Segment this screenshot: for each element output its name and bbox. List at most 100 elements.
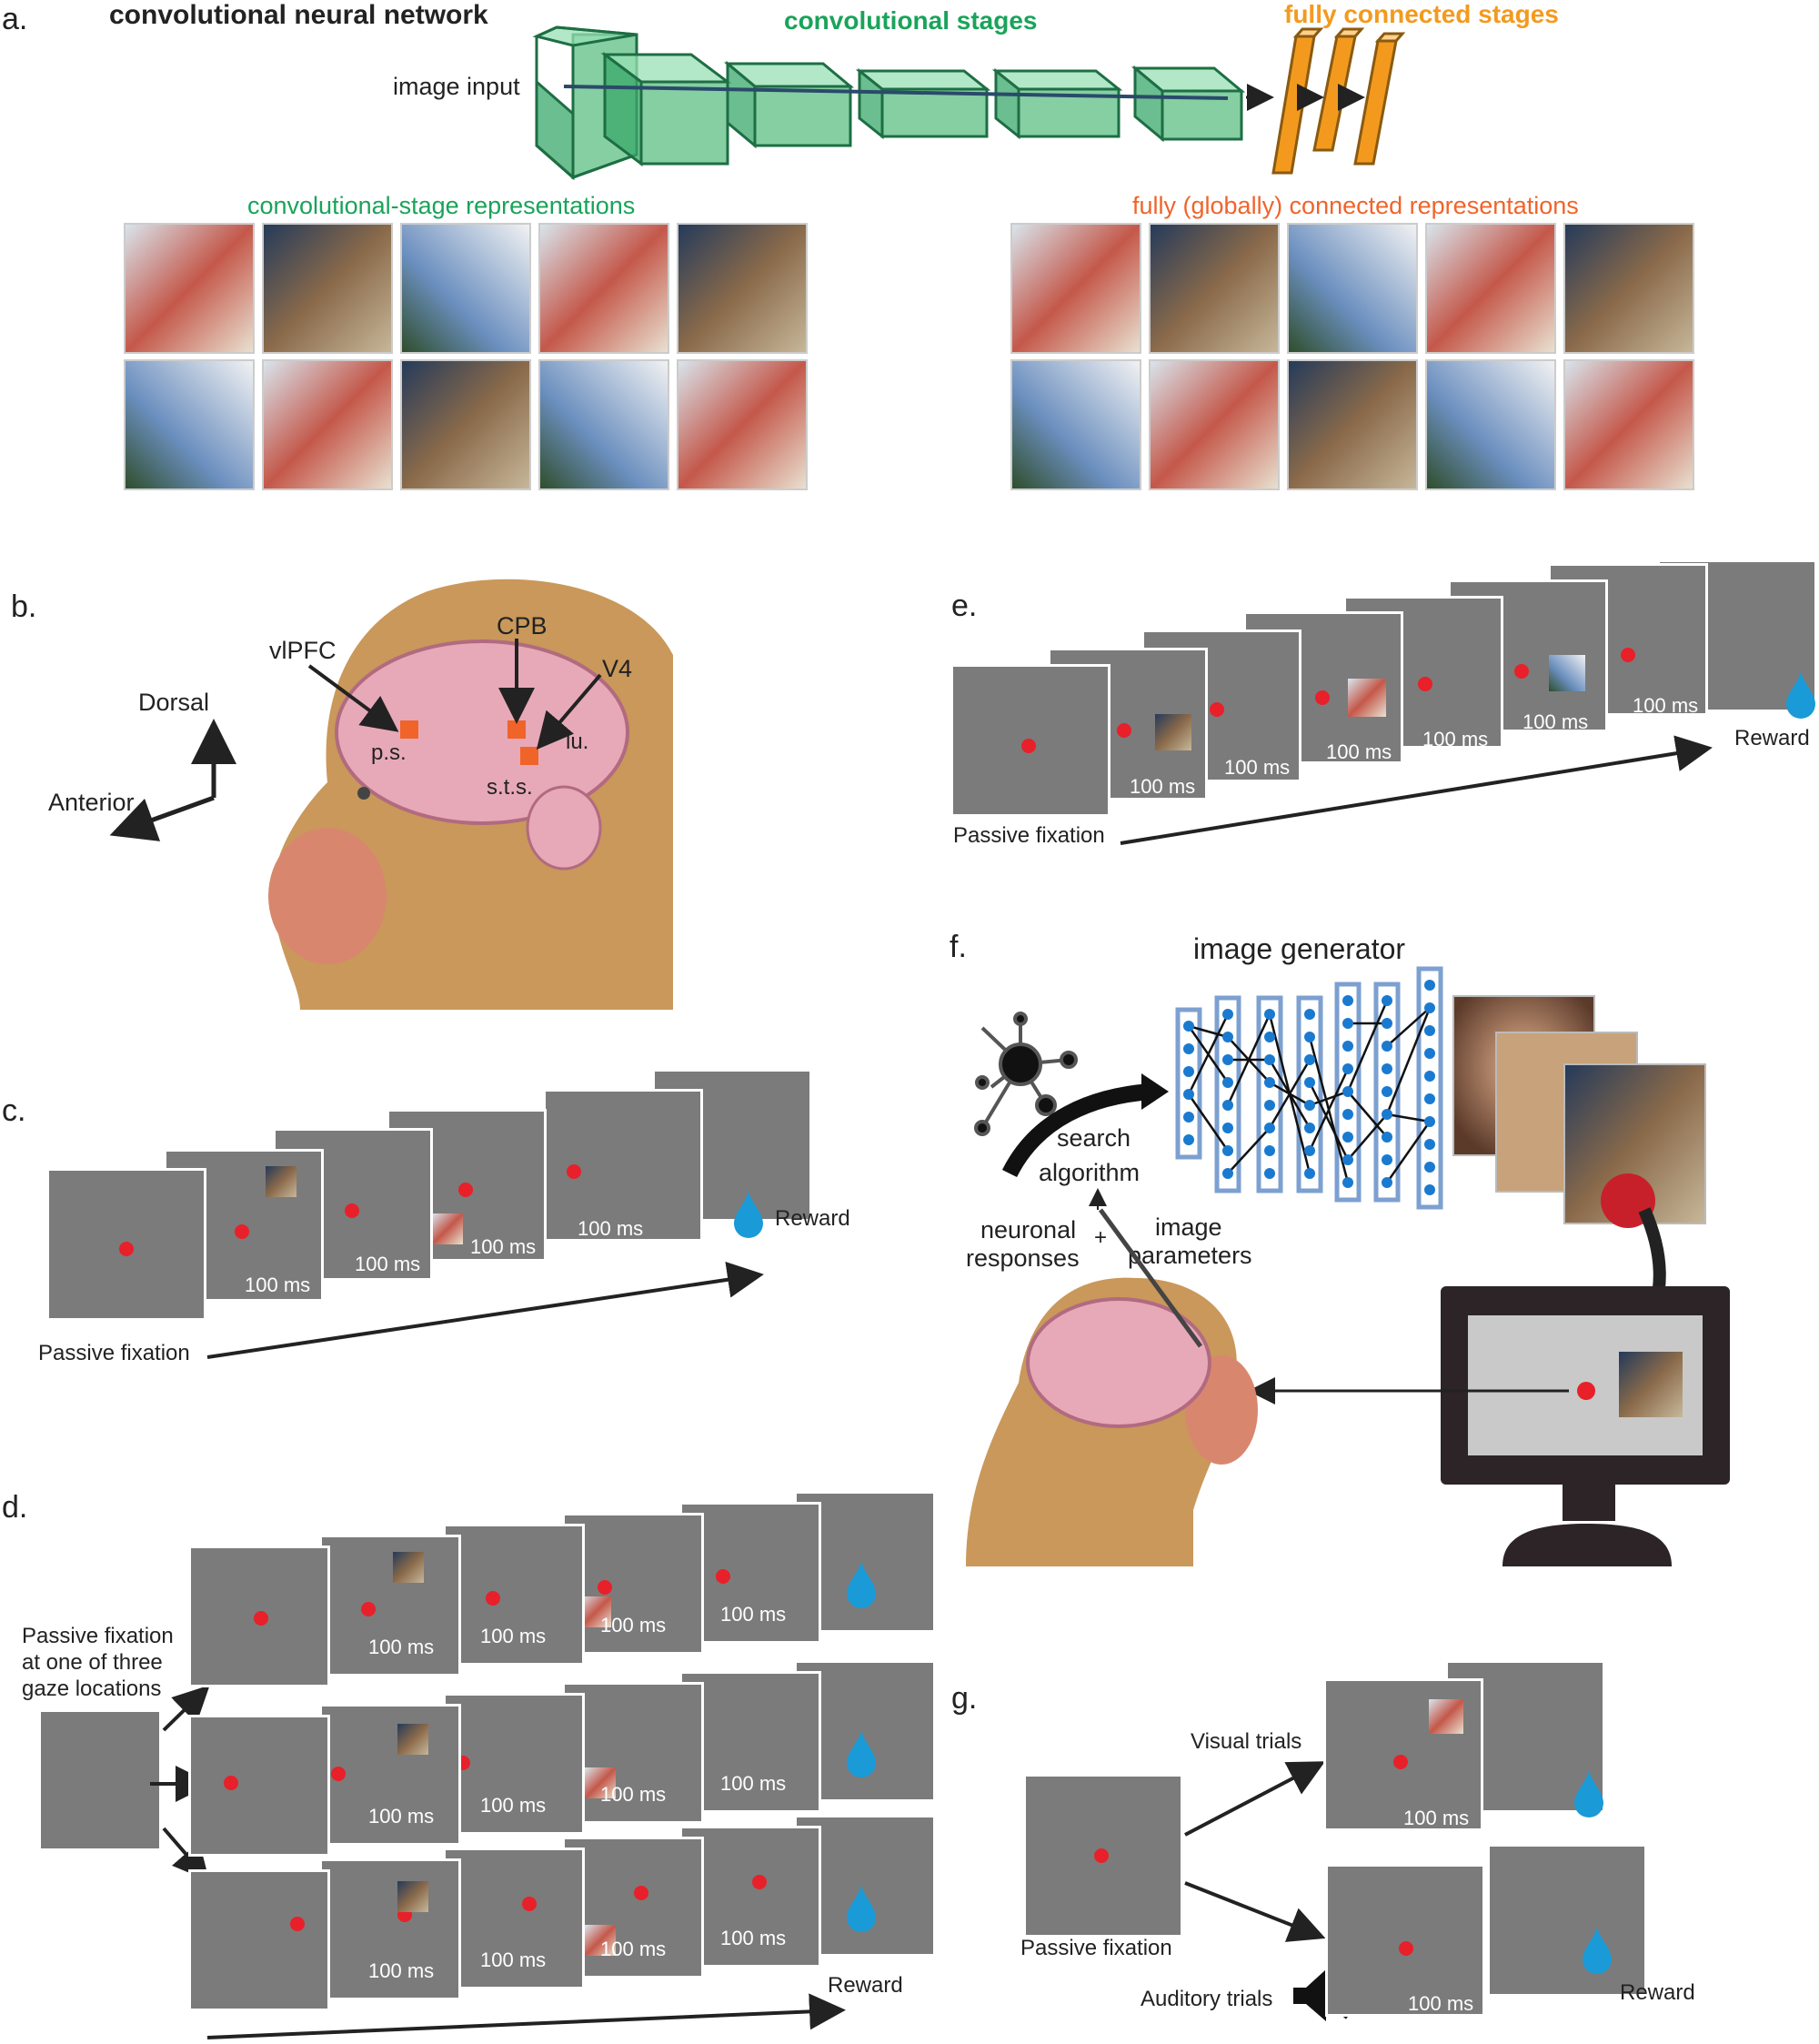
generator-unit [1342,1154,1353,1165]
generator-unit [1342,1132,1353,1143]
generator-unit [1424,1139,1435,1150]
fixation-dot [345,1203,359,1218]
representation-thumbnail [262,223,393,354]
duration-label: 100 ms [720,1603,786,1626]
fixation-dot [1315,690,1330,705]
cpb-marker [508,720,526,739]
generator-unit [1264,1032,1275,1042]
generator-unit [1342,1063,1353,1074]
representation-thumbnail [677,223,808,354]
search-network-icon [974,1012,1078,1136]
generator-layer [1256,995,1283,1193]
generator-connection [1187,1093,1230,1152]
panel-label-a: a. [2,2,27,36]
conv-pipe [563,85,1229,100]
water-drop-icon [734,1191,763,1238]
representation-thumbnail [538,359,669,490]
cnn-title: convolutional neural network [109,0,488,30]
generator-unit [1424,1048,1435,1059]
duration-label: 100 ms [600,1783,666,1806]
duration-label: 100 ms [600,1938,666,1960]
generator-unit [1342,1041,1353,1052]
panel-f: f. image generator search algorithm neur… [950,930,1730,1566]
trial-screen [1328,1867,1482,2014]
generator-unit [1264,1145,1275,1156]
panel-label-d: d. [2,1490,27,1525]
duration-label: 100 ms [470,1235,536,1258]
water-drop-icon [1583,1927,1612,1974]
representation-thumbnail [124,223,255,354]
conv-stage-blocks [532,25,1246,181]
fixation-dot [224,1776,238,1790]
fixation-dot [1117,723,1131,738]
fc-representation-grid [1010,223,1694,490]
fixation-dot [1399,1941,1413,1956]
representation-thumbnail [124,359,255,490]
fixation-dot [1514,664,1529,679]
generator-connection [1347,1113,1388,1161]
fixation-dot [567,1164,581,1179]
trial-screen [191,1717,327,1854]
search-arc [1001,1083,1151,1178]
generator-connection [1386,1007,1431,1047]
conv-repr-label: convolutional-stage representations [247,192,635,219]
generator-label: image generator [1193,932,1405,965]
algorithm-label: algorithm [1039,1159,1140,1186]
representation-thumbnail [1287,223,1418,354]
trial-screen [446,1850,582,1987]
fixation-dot [1393,1755,1408,1769]
generator-unit [1222,1168,1233,1179]
duration-label: 100 ms [480,1948,546,1971]
generator-unit [1304,1077,1315,1088]
duration-label: 100 ms [720,1772,786,1795]
water-drop-icon [1786,671,1815,719]
fixation-dot [598,1580,612,1595]
duration-label: 100 ms [1422,728,1488,750]
stimulus-image [1348,679,1386,717]
generator-unit [1304,1168,1315,1179]
trial-screen [1490,1847,1644,1994]
stimulus-image [1549,655,1585,691]
representation-thumbnail [262,359,393,490]
time-arrow-e [1120,735,1713,845]
generator-unit [1222,1100,1233,1111]
fixation-dot [290,1917,305,1931]
panel-b: b. vlPFC CPB V4 p.s. lu. s.t.s. Dorsal A… [11,579,673,1010]
duration-label: 100 ms [578,1217,643,1240]
generator-unit [1382,1063,1392,1074]
generator-unit [1424,1162,1435,1173]
stimulus-image [580,1596,611,1627]
representation-thumbnail [1563,359,1694,490]
generator-unit [1424,1184,1435,1195]
generator-unit [1382,1086,1392,1097]
reward-label-d: Reward [828,1973,903,1998]
generator-unit [1382,1041,1392,1052]
fc-repr-label: fully (globally) connected representatio… [1132,192,1579,219]
start-screen-d [41,1712,159,1848]
reward-label-e: Reward [1734,726,1810,750]
generator-connection [1188,1024,1229,1039]
duration-label: 100 ms [1224,756,1290,779]
panel-label-g: g. [951,1681,977,1716]
duration-label: 100 ms [1130,775,1195,798]
monkey-head-f [966,1208,1258,1566]
trial-sequence-g-auditory: 100 ms [1325,1844,1647,2017]
dorsal-label: Dorsal [138,689,209,716]
reward-label-c: Reward [775,1206,850,1231]
generator-connection [1385,1121,1432,1183]
generator-unit [1264,1077,1275,1088]
stimulus-image [266,1166,296,1197]
generator-unit [1424,1002,1435,1013]
duration-label: 100 ms [1523,710,1588,733]
generator-unit [1304,1100,1315,1111]
duration-label: 100 ms [245,1274,310,1296]
generator-connection [1308,1082,1350,1161]
generator-unit [1264,1009,1275,1020]
fixation-dot [1418,677,1432,691]
visual-trials-label: Visual trials [1191,1729,1301,1754]
generator-connection [1385,1007,1432,1115]
